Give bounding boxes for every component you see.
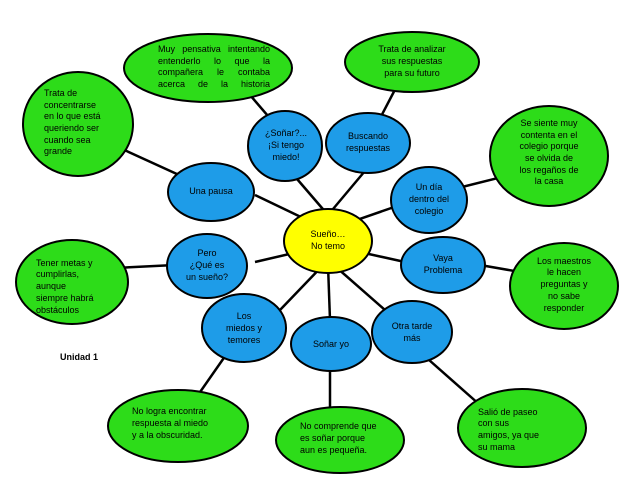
leaf-tener-metas: Tener metas y cumplirlas, aunque siempre… (36, 258, 112, 316)
center-shape (283, 208, 373, 274)
leaf-muy-pensativa: Muy pensativa intentando entenderlo lo q… (158, 44, 270, 90)
line-miedos-logra (196, 351, 230, 396)
leaf-shapes (15, 31, 619, 474)
leaf-label: Se siente muy contenta en el colegio por… (519, 118, 579, 187)
leaf-los-maestros-shape (509, 242, 619, 330)
leaf-los-maestros: Los maestros le hacen preguntas y no sab… (522, 252, 606, 318)
branch-label: Buscando respuestas (345, 131, 391, 153)
leaf-no-comprende-shape (275, 406, 405, 474)
leaf-trata-concentrarse-shape (22, 71, 134, 177)
branch-sonar-yo: Soñar yo (292, 326, 370, 364)
leaf-trata-concentrarse: Trata de concentrarse en lo que está que… (44, 88, 116, 164)
center-label: Sueño… No temo (310, 229, 346, 251)
leaf-salio-paseo-shape (457, 388, 587, 468)
leaf-label: No comprende que es soñar porque aun es … (300, 421, 377, 455)
leaf-label: Trata de analizar sus respuestas para su… (378, 44, 446, 78)
branch-otra-tarde: Otra tarde más (374, 310, 450, 356)
branch-buscando-shape (325, 112, 411, 174)
leaf-label: Salió de paseo con sus amigos, ya que su… (478, 406, 540, 452)
branch-una-pausa: Una pausa (170, 172, 252, 212)
branch-label: Pero ¿Qué es un sueño? (185, 248, 229, 282)
leaf-no-comprende: No comprende que es soñar porque aun es … (300, 416, 390, 462)
branch-otra-shape (371, 300, 453, 364)
leaf-label: No logra encontrar respuesta al miedo y … (132, 406, 209, 440)
branch-pero-que-es-sueno: Pero ¿Qué es un sueño? (168, 240, 246, 292)
branch-label: Soñar yo (312, 339, 350, 350)
branch-sonar-tengo-miedo: ¿Soñar?... ¡Si tengo miedo! (250, 118, 322, 174)
branch-los-miedos: Los miedos y temores (204, 302, 284, 356)
leaf-se-siente-contenta: Se siente muy contenta en el colegio por… (504, 118, 594, 190)
leaf-se-siente-shape (489, 105, 609, 207)
branch-undia-shape (390, 166, 468, 234)
branch-label: ¿Soñar?... ¡Si tengo miedo! (264, 128, 308, 162)
branch-miedos-shape (201, 293, 287, 363)
branch-label: Una pausa (189, 186, 233, 197)
branch-pero-shape (166, 233, 248, 299)
leaf-tener-metas-shape (15, 239, 129, 325)
unit-label: Unidad 1 (60, 352, 99, 362)
leaf-no-logra: No logra encontrar respuesta al miedo y … (132, 402, 230, 446)
leaf-label: Los maestros le hacen preguntas y no sab… (536, 255, 592, 313)
branch-sonar-shape (247, 110, 323, 182)
branch-label: Otra tarde más (391, 321, 433, 343)
branch-label: Los miedos y temores (225, 311, 262, 345)
center-node: Sueño… No temo (284, 214, 372, 268)
leaf-muy-pensativa-shape (123, 33, 293, 103)
leaf-no-logra-shape (107, 389, 249, 463)
branch-un-dia-colegio: Un día dentro del colegio (392, 172, 466, 228)
leaf-label: Trata de concentrarse en lo que está que… (44, 88, 101, 157)
leaf-label: Tener metas y cumplirlas, aunque siempre… (36, 258, 94, 315)
leaf-trata-analizar-shape (344, 31, 480, 93)
branch-shapes (166, 110, 486, 372)
leaf-label: Muy pensativa intentando entenderlo lo q… (158, 44, 270, 90)
leaf-trata-analizar: Trata de analizar sus respuestas para su… (358, 40, 466, 84)
branch-sonaryo-shape (290, 316, 372, 372)
branch-vaya-problema: Vaya Problema (402, 242, 484, 288)
branch-vaya-shape (400, 236, 486, 294)
branch-label: Vaya Problema (423, 253, 463, 275)
branch-pausa-shape (167, 162, 255, 222)
branch-buscando-respuestas: Buscando respuestas (328, 120, 408, 166)
leaf-salio-paseo: Salió de paseo con sus amigos, ya que su… (478, 400, 562, 460)
branch-label: Un día dentro del colegio (408, 182, 450, 216)
line-center-sonaryo (326, 264, 332, 321)
